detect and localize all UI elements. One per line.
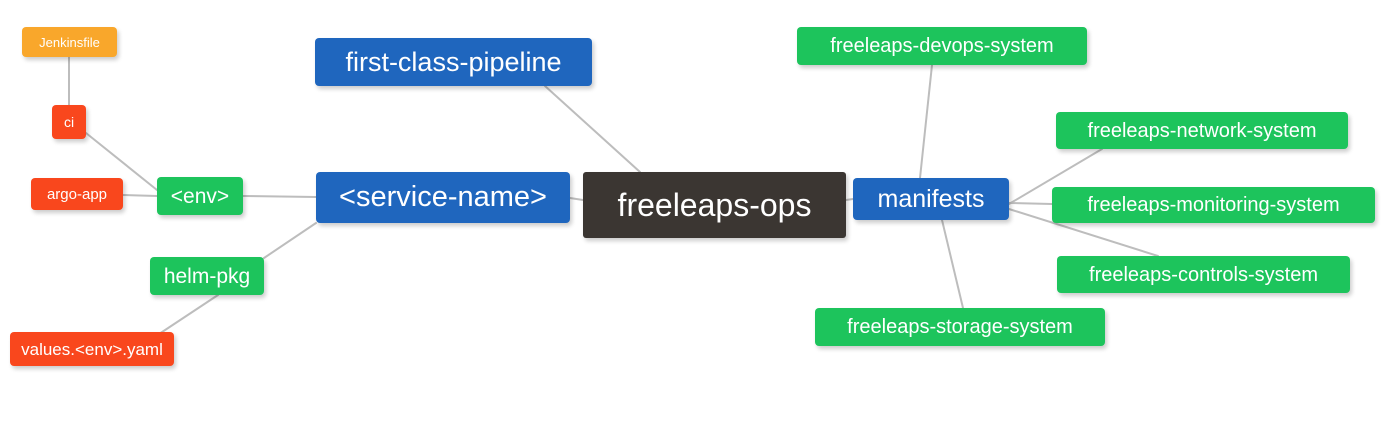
mindmap-node-devops-sys[interactable]: freeleaps-devops-system — [797, 27, 1087, 65]
mindmap-node-storage-sys[interactable]: freeleaps-storage-system — [815, 308, 1105, 346]
mindmap-edge — [1008, 202, 1053, 205]
mindmap-node-pipeline[interactable]: first-class-pipeline — [315, 38, 592, 86]
mindmap-node-service-name[interactable]: <service-name> — [316, 172, 570, 223]
mindmap-edge — [569, 197, 584, 201]
mindmap-node-helm-pkg[interactable]: helm-pkg — [150, 257, 264, 295]
mindmap-node-controls-sys[interactable]: freeleaps-controls-system — [1057, 256, 1350, 293]
mindmap-node-env[interactable]: <env> — [157, 177, 243, 215]
mindmap-node-manifests[interactable]: manifests — [853, 178, 1009, 220]
mindmap-node-root[interactable]: freeleaps-ops — [583, 172, 846, 238]
mindmap-edge — [242, 195, 317, 198]
mindmap-edge — [941, 219, 964, 309]
mindmap-edge — [544, 85, 641, 173]
mindmap-node-network-sys[interactable]: freeleaps-network-system — [1056, 112, 1348, 149]
mindmap-node-values-yaml[interactable]: values.<env>.yaml — [10, 332, 174, 366]
mindmap-edge — [122, 194, 158, 197]
mindmap-node-jenkinsfile[interactable]: Jenkinsfile — [22, 27, 117, 57]
mindmap-node-argo-app[interactable]: argo-app — [31, 178, 123, 210]
mindmap-node-monitor-sys[interactable]: freeleaps-monitoring-system — [1052, 187, 1375, 223]
mindmap-edge — [263, 222, 317, 259]
mindmap-edge — [845, 198, 854, 201]
mindmap-node-ci[interactable]: ci — [52, 105, 86, 139]
mindmap-edge — [919, 64, 933, 179]
